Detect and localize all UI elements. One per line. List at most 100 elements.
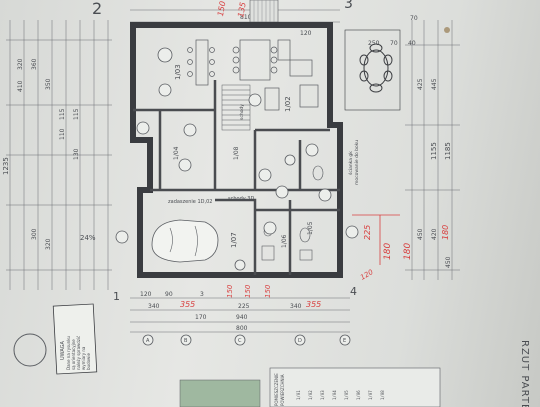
- sheet-title: RZUT PARTER: [519, 340, 530, 407]
- room-codes: 1/03 1/02 1/07 1/04 1/05 1/06 1/08: [173, 64, 314, 248]
- left-dim-10: 320: [45, 238, 52, 250]
- legend-row-2: 1/02: [308, 390, 313, 400]
- bottom-dim-4: 225: [238, 303, 250, 310]
- wall-note-2: mocowanie do boku: [354, 140, 360, 185]
- grid-number-4: 4: [350, 285, 357, 298]
- dining-furniture: [187, 39, 319, 111]
- legend-row-8: 1/08: [380, 390, 385, 400]
- room-code-4: 1/04: [173, 146, 180, 160]
- grid-letter-d: D: [298, 338, 302, 344]
- room-code-6: 1/06: [281, 234, 288, 248]
- grid-number-1: 1: [113, 290, 120, 303]
- bathroom-fixtures: [261, 165, 324, 261]
- top-dim-5: 120: [300, 30, 312, 37]
- stairs: [221, 84, 251, 131]
- red-mark-2: 135: [236, 1, 248, 18]
- room-code-5: 1/05: [307, 221, 314, 235]
- red-mark-9: 180: [403, 243, 413, 260]
- legend-row-7: 1/07: [368, 390, 373, 400]
- left-dim-9: 300: [31, 228, 38, 240]
- grid-marker-3: 3: [344, 0, 353, 12]
- red-mark-7: 355: [306, 300, 321, 309]
- stamp-line-6: budowie: [86, 353, 91, 370]
- red-mark-8: 180: [383, 243, 393, 260]
- right-dim-1: 425: [417, 78, 424, 90]
- stairs-note: schody: [239, 104, 245, 120]
- top-dim-2: 70: [390, 40, 398, 47]
- bottom-dim-7: 800: [236, 325, 248, 332]
- left-dim-8: 130: [73, 148, 80, 160]
- bottom-dim-5: 340: [290, 303, 302, 310]
- room-legend-table: POMIESZCZENIE POWIERZCHNIA 1/01 1/02 1/0…: [179, 367, 441, 407]
- legend-row-1: 1/01: [296, 390, 301, 400]
- room-code-1: 1/03: [174, 64, 182, 80]
- bottom-dim-3: 340: [148, 303, 160, 310]
- stamp-line-3: są orientacyjne: [71, 339, 76, 370]
- stamp-line-4: należy sprawdzić: [76, 336, 81, 370]
- right-dimension-chains: 425 445 1155 1185 450 420 450: [405, 20, 460, 280]
- legend-header-1: POMIESZCZENIE: [274, 373, 279, 406]
- right-dim-6: 420: [431, 228, 438, 240]
- red-annotations: 150 135 150 150 150 355 355 180 180 225 …: [180, 0, 450, 309]
- right-dim-5: 450: [417, 228, 424, 240]
- room-code-3: 1/07: [230, 232, 238, 248]
- room-labels: zadaszenie 1D,02 schody 3D ścianka gk mo…: [168, 104, 360, 205]
- left-dim-7: 115: [73, 108, 80, 120]
- red-mark-11: 180: [441, 225, 450, 240]
- bottom-dim-8: 940: [236, 314, 248, 321]
- slope-percent: 24%: [80, 234, 96, 242]
- grid-rings: A B C D E: [115, 47, 359, 346]
- room-code-2: 1/02: [284, 96, 292, 112]
- top-dim-1: 810: [240, 14, 252, 21]
- left-dim-3: 350: [45, 78, 52, 90]
- red-mark-3: 150: [226, 284, 234, 298]
- right-dim-3: 1155: [430, 142, 438, 160]
- garage-label: zadaszenie 1D,02: [168, 199, 212, 205]
- grid-letter-e: E: [343, 338, 346, 344]
- left-dim-6: 110: [59, 128, 66, 140]
- legend-header-2: POWIERZCHNIA: [280, 374, 285, 406]
- legend-row-6: 1/06: [356, 390, 361, 400]
- grid-number-2: 2: [92, 0, 102, 18]
- red-mark-1: 150: [216, 0, 228, 17]
- left-dimension-chains: 320 360 350 410 115 110 115 130 300 320 …: [2, 20, 112, 290]
- legend-row-3: 1/03: [320, 390, 325, 400]
- stamp-line-2: Dane na rysunku: [66, 336, 71, 370]
- red-mark-6: 355: [180, 300, 195, 309]
- car-outline: [151, 219, 219, 263]
- red-mark-12: 120: [359, 268, 375, 282]
- room-code-7: 1/08: [233, 146, 240, 160]
- red-mark-10: 225: [363, 225, 372, 240]
- grid-marker-2: 2: [92, 0, 102, 18]
- legend-row-5: 1/05: [344, 390, 349, 400]
- warning-stamp: UWAGA Dane na rysunku są orientacyjne na…: [13, 303, 98, 375]
- legend-row-4: 1/04: [332, 390, 337, 400]
- left-dim-5: 115: [59, 108, 66, 120]
- grid-letter-c: C: [238, 338, 242, 344]
- grid-number-3: 3: [344, 0, 353, 12]
- hatched-roof-area: [249, 0, 279, 23]
- terrace-table: [344, 29, 401, 111]
- bottom-dim-1: 120: [140, 291, 152, 298]
- wall-note-1: ścianka gk: [347, 151, 354, 175]
- left-dim-4: 410: [17, 80, 24, 92]
- top-dim-3: 250: [368, 40, 380, 47]
- red-mark-4: 150: [244, 284, 252, 298]
- bottom-dim-2: 90: [165, 291, 173, 298]
- bottom-dim-6: 170: [195, 314, 207, 321]
- left-dim-2: 360: [31, 58, 38, 70]
- bottom-dimension-chains: 120 90 340 225 340 170 800 940 3: [130, 291, 350, 333]
- right-dim-7: 450: [445, 256, 452, 268]
- stamp-line-1: UWAGA: [60, 340, 66, 360]
- grid-letter-b: B: [184, 338, 188, 344]
- top-dim-6: 70: [410, 15, 418, 22]
- house-walls: [130, 22, 343, 278]
- stairs-label: schody 3D: [228, 196, 254, 202]
- bottom-dim-9: 3: [200, 291, 204, 298]
- stain-mark: [444, 27, 450, 33]
- right-dim-4: 1185: [444, 142, 452, 160]
- left-dim-1: 320: [17, 58, 24, 70]
- right-dim-2: 445: [431, 78, 438, 90]
